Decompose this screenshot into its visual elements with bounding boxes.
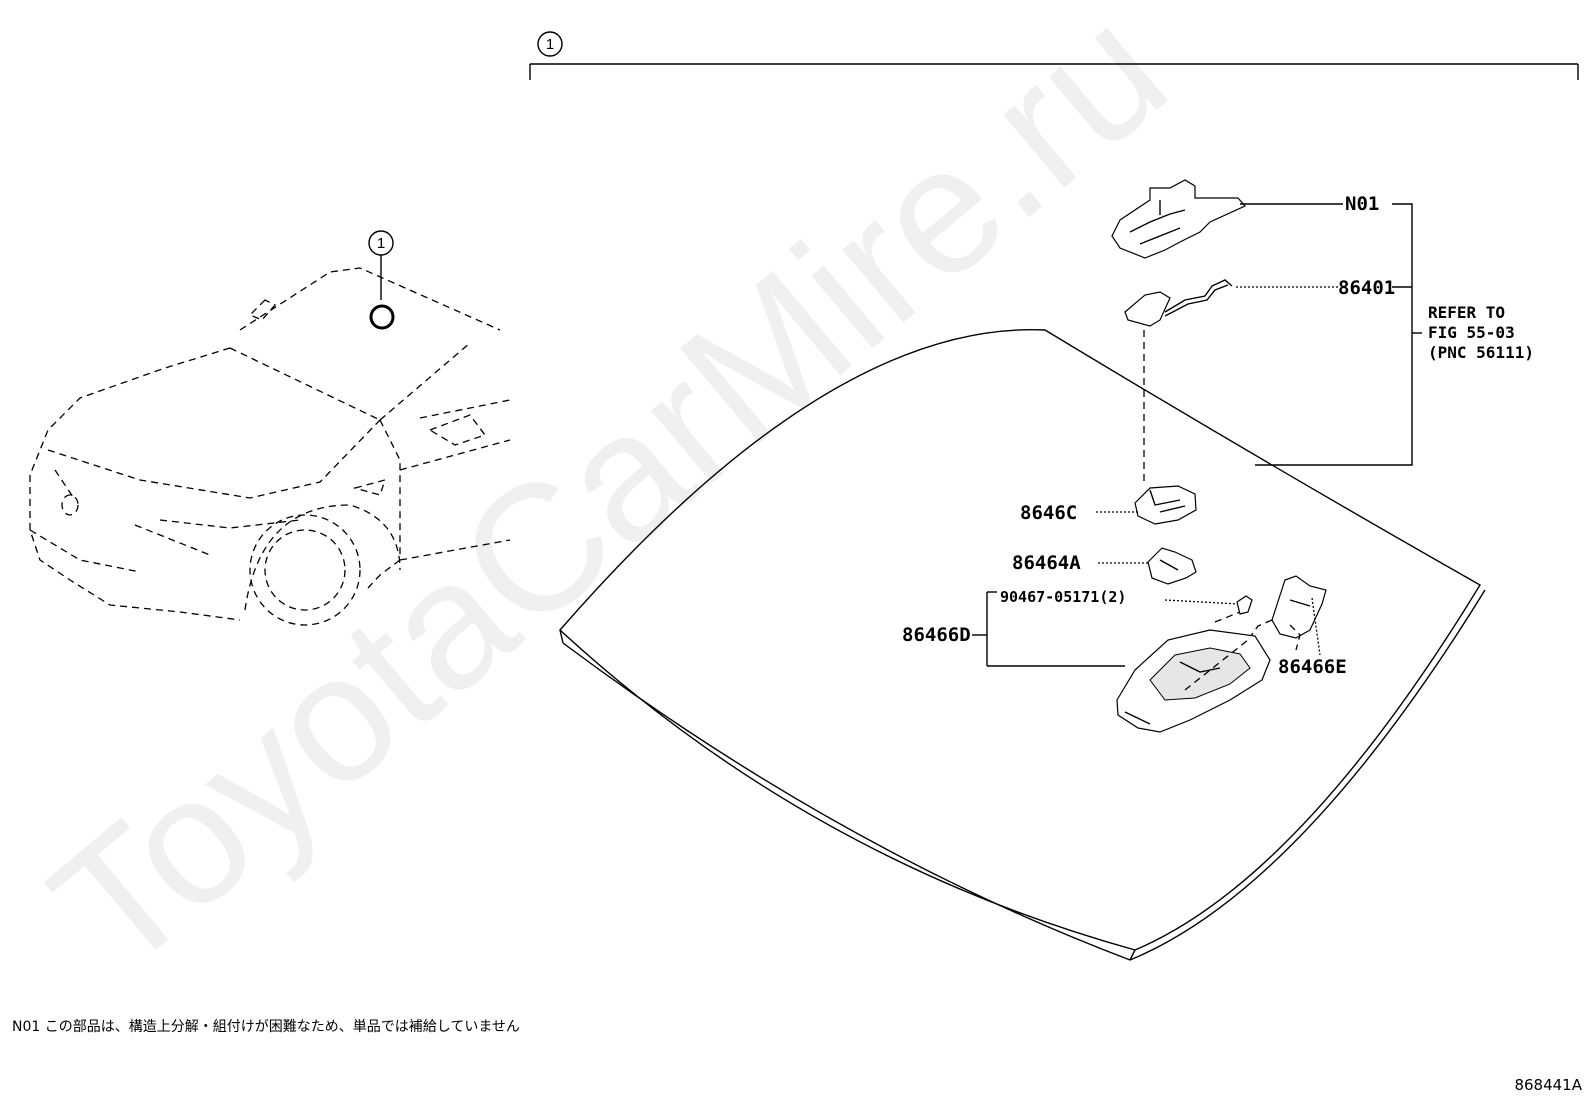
callout-8646c[interactable]: 8646C — [1020, 502, 1077, 524]
svg-text:FIG 55-03: FIG 55-03 — [1428, 323, 1515, 342]
assembly-bracket — [529, 63, 1579, 80]
callout-circle-vehicle[interactable]: 1 — [368, 230, 395, 330]
vehicle-outline — [29, 267, 511, 626]
part-n01-bracket[interactable] — [1111, 179, 1246, 259]
part-90467-clip[interactable] — [1236, 595, 1253, 615]
callout-86466d[interactable]: 86466D — [902, 624, 971, 646]
footnote: N01 この部品は、構造上分解・組付けが困難なため、単品では補給していません — [12, 1019, 520, 1035]
callout-86401[interactable]: 86401 — [1338, 277, 1395, 299]
figure-id: 868441A — [1514, 1076, 1582, 1094]
callout-n01[interactable]: N01 — [1345, 193, 1379, 215]
part-86466e-cover[interactable] — [1247, 575, 1327, 651]
part-86466d-housing[interactable] — [1116, 611, 1271, 733]
svg-text:(PNC 56111): (PNC 56111) — [1428, 343, 1534, 362]
leader-lines — [972, 203, 1422, 667]
svg-text:1: 1 — [546, 36, 554, 53]
refer-to-note[interactable]: REFER TO FIG 55-03 (PNC 56111) — [1428, 303, 1534, 362]
callout-90467-05171[interactable]: 90467-05171(2) — [1000, 588, 1126, 606]
part-86464a-clip[interactable] — [1147, 547, 1197, 585]
part-86401-sensor[interactable] — [1124, 279, 1233, 327]
svg-text:REFER TO: REFER TO — [1428, 303, 1505, 322]
windshield-glass — [559, 329, 1486, 961]
callout-circle-top[interactable]: 1 — [537, 31, 563, 57]
callout-86464a[interactable]: 86464A — [1012, 552, 1081, 574]
callout-86466e[interactable]: 86466E — [1278, 656, 1347, 678]
part-8646c-cover[interactable] — [1134, 485, 1197, 525]
svg-text:1: 1 — [377, 235, 385, 252]
